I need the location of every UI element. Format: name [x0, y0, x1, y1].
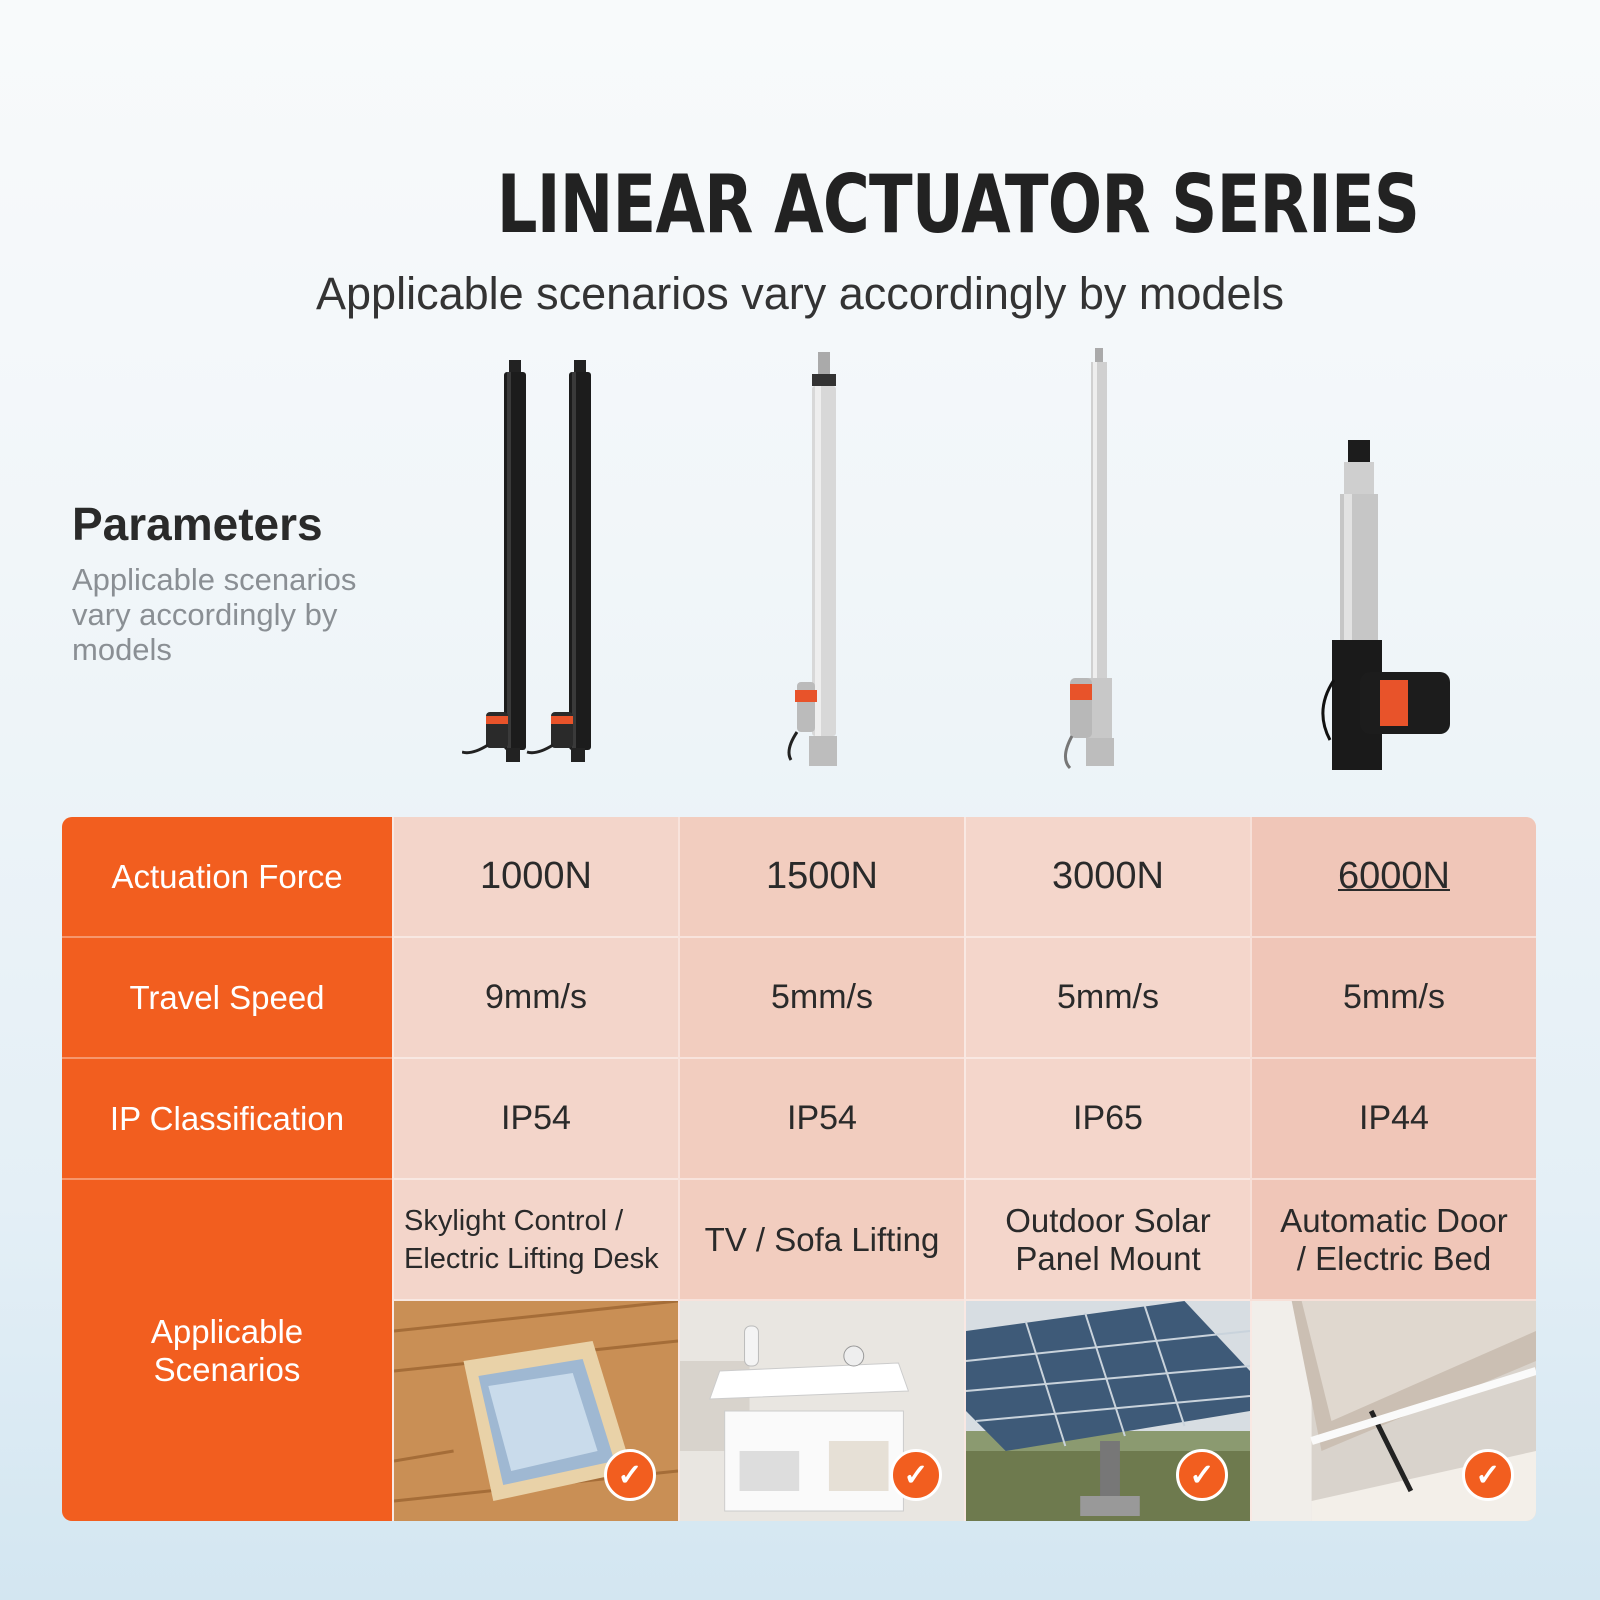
check-icon: ✓	[604, 1449, 656, 1501]
parameters-title: Parameters	[72, 498, 323, 550]
specs-table: Actuation Force 1000N 1500N 3000N 6000N …	[62, 817, 1536, 1521]
actuator-6000n-image	[1320, 440, 1470, 780]
row-label-speed: Travel Speed	[62, 938, 392, 1059]
ip-value: IP54	[678, 1059, 964, 1180]
row-label-scenarios: Applicable Scenarios	[62, 1180, 392, 1521]
force-value: 1000N	[392, 817, 678, 938]
solar-panel-image: ✓	[964, 1301, 1250, 1521]
ip-value: IP54	[392, 1059, 678, 1180]
force-value-cell: 6000N	[1250, 817, 1536, 938]
force-value: 1500N	[678, 817, 964, 938]
force-value: 3000N	[964, 817, 1250, 938]
row-label-ip: IP Classification	[62, 1059, 392, 1180]
actuator-3000n-image	[1060, 348, 1140, 780]
parameters-subtitle: Applicable scenarios vary accordingly by…	[72, 562, 357, 667]
scenario-text: Automatic Door / Electric Bed	[1250, 1180, 1536, 1301]
page-title: LINEAR ACTUATOR SERIES	[496, 158, 1420, 251]
speed-value: 5mm/s	[678, 938, 964, 1059]
row-label-scenarios-text: Applicable Scenarios	[150, 1312, 304, 1388]
skylight-window-image: ✓	[392, 1301, 678, 1521]
actuator-1000n-image	[462, 360, 602, 780]
lift-top-coffee-table-image: ✓	[678, 1301, 964, 1521]
actuator-1500n-image	[785, 352, 865, 782]
force-value: 6000N	[1338, 855, 1450, 897]
speed-value: 9mm/s	[392, 938, 678, 1059]
speed-value: 5mm/s	[964, 938, 1250, 1059]
scenario-text: TV / Sofa Lifting	[678, 1180, 964, 1301]
ip-value: IP65	[964, 1059, 1250, 1180]
page-subtitle: Applicable scenarios vary accordingly by…	[316, 268, 1284, 319]
ip-value: IP44	[1250, 1059, 1536, 1180]
check-icon: ✓	[1176, 1449, 1228, 1501]
storage-bed-image: ✓	[1250, 1301, 1536, 1521]
scenario-text: Outdoor Solar Panel Mount	[964, 1180, 1250, 1301]
scenario-text: Skylight Control / Electric Lifting Desk	[392, 1180, 678, 1301]
row-label-force: Actuation Force	[62, 817, 392, 938]
check-icon: ✓	[890, 1449, 942, 1501]
check-icon: ✓	[1462, 1449, 1514, 1501]
speed-value: 5mm/s	[1250, 938, 1536, 1059]
